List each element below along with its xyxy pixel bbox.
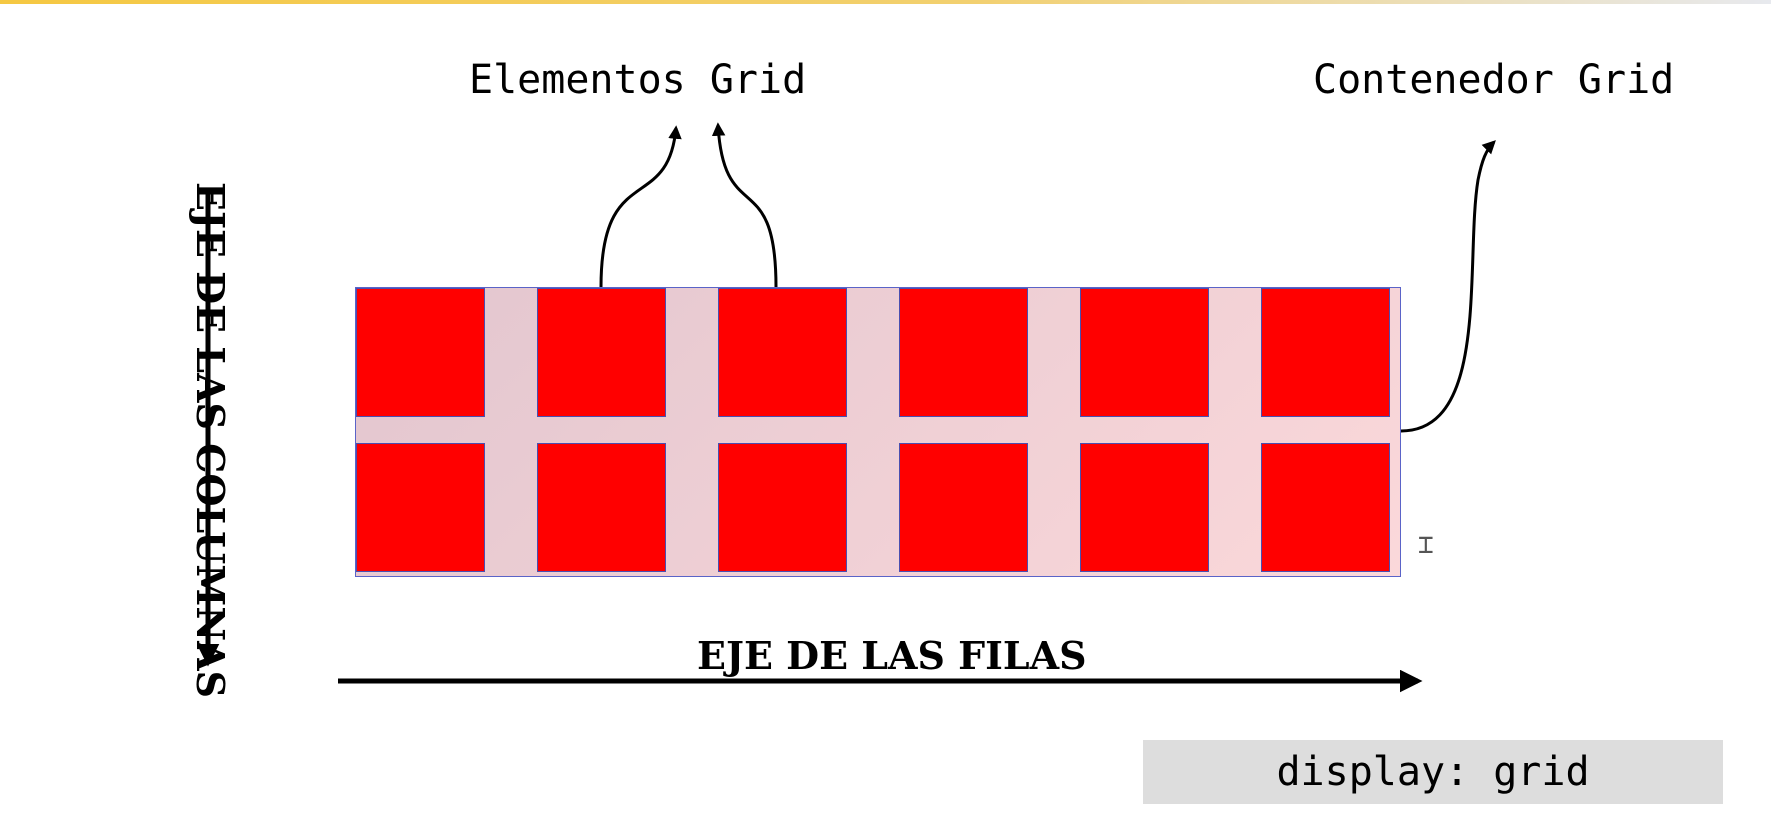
arrow-to-items-left (599, 125, 682, 288)
grid-container (355, 287, 1401, 577)
grid-container-label: Contenedor Grid (1313, 57, 1675, 103)
text-cursor-icon: ⌶ (1418, 530, 1434, 560)
grid-item (899, 443, 1028, 572)
grid-item (1261, 443, 1390, 572)
grid-item (356, 443, 485, 572)
arrow-to-items-right (711, 122, 778, 288)
grid-item (1261, 288, 1390, 417)
grid-item (1080, 443, 1209, 572)
grid-item (899, 288, 1028, 417)
arrow-to-container (1400, 140, 1496, 433)
grid-item (537, 288, 666, 417)
top-accent-strip (0, 0, 1771, 4)
grid-item (1080, 288, 1209, 417)
code-box: display: grid (1143, 740, 1723, 804)
grid-item (718, 288, 847, 417)
grid-item (537, 443, 666, 572)
grid-item (356, 288, 485, 417)
grid-item (718, 443, 847, 572)
columns-axis-label: EJE DE LAS COLUMNAS (188, 182, 233, 699)
grid-items-label: Elementos Grid (469, 57, 807, 103)
code-text: display: grid (1276, 749, 1590, 795)
rows-axis-label: EJE DE LAS FILAS (697, 633, 1087, 678)
